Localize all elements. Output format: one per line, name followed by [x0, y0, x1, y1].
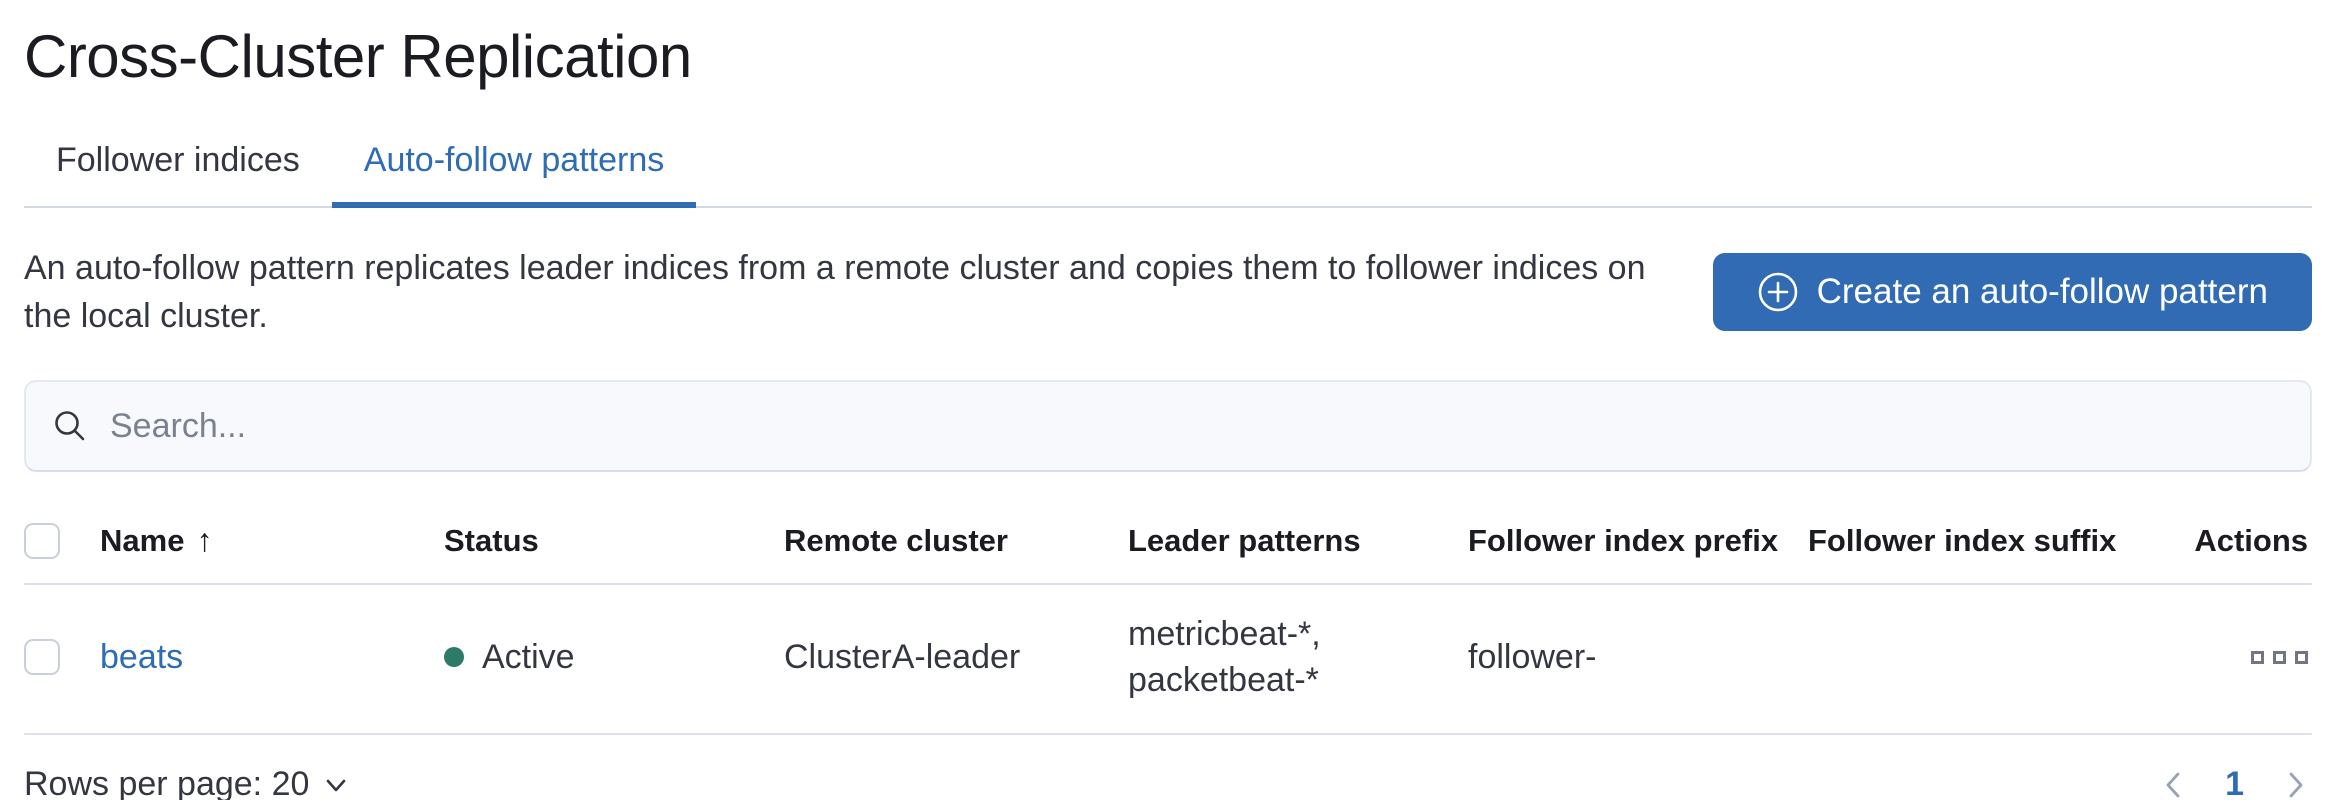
chevron-left-icon [2166, 772, 2180, 797]
status-active-dot-icon [444, 647, 464, 667]
remote-cluster-cell: ClusterA-leader [784, 637, 1021, 676]
tab-bar: Follower indices Auto-follow patterns [24, 140, 2312, 208]
table-footer: Rows per page: 20 1 [24, 765, 2312, 800]
row-actions-button[interactable] [2251, 650, 2308, 664]
column-header-follower-index-prefix: Follower index prefix [1468, 522, 1779, 558]
rows-per-page-button[interactable]: Rows per page: 20 [24, 765, 349, 800]
create-button-label: Create an auto-follow pattern [1816, 272, 2268, 311]
intro-description: An auto-follow pattern replicates leader… [24, 249, 1646, 335]
leader-patterns-cell: metricbeat-*, packetbeat-* [1128, 611, 1468, 703]
create-auto-follow-pattern-button[interactable]: Create an auto-follow pattern [1712, 253, 2312, 331]
leader-pattern-line: packetbeat-* [1128, 661, 1319, 699]
follower-index-prefix-cell: follower- [1468, 637, 1597, 676]
column-header-actions: Actions [2194, 522, 2308, 558]
status-cell: Active [444, 638, 784, 677]
leader-pattern-line: metricbeat-*, [1128, 615, 1321, 653]
next-page-button[interactable] [2278, 768, 2312, 800]
column-header-name[interactable]: Name ↑ [100, 522, 213, 558]
boxes-horizontal-icon [2251, 650, 2264, 664]
row-checkbox[interactable] [24, 639, 60, 675]
column-header-leader-patterns: Leader patterns [1128, 522, 1361, 558]
auto-follow-patterns-table: Name ↑ Status Remote cluster Leader patt… [24, 500, 2312, 735]
table-row: beats Active ClusterA-leader metricbeat-… [24, 585, 2312, 735]
page-title: Cross-Cluster Replication [24, 23, 692, 90]
table-header-row: Name ↑ Status Remote cluster Leader patt… [24, 500, 2312, 585]
rows-per-page-label: Rows per page: 20 [24, 765, 310, 800]
previous-page-button[interactable] [2157, 768, 2191, 800]
page-number-1[interactable]: 1 [2225, 765, 2244, 800]
search-input[interactable] [110, 406, 2284, 446]
plus-in-circle-icon [1758, 272, 1797, 312]
pattern-name-link[interactable]: beats [100, 637, 184, 676]
chevron-right-icon [2289, 772, 2303, 797]
chevron-down-icon [327, 779, 346, 791]
sort-ascending-icon: ↑ [196, 522, 213, 558]
column-header-follower-index-suffix: Follower index suffix [1808, 522, 2117, 558]
pagination: 1 [2157, 765, 2312, 800]
select-all-checkbox[interactable] [24, 522, 60, 559]
tab-auto-follow-patterns[interactable]: Auto-follow patterns [331, 140, 697, 208]
intro-section: An auto-follow pattern replicates leader… [24, 244, 2312, 340]
column-header-remote-cluster: Remote cluster [784, 522, 1008, 558]
search-bar[interactable] [24, 380, 2312, 472]
column-header-status: Status [444, 522, 539, 558]
status-label: Active [482, 637, 575, 676]
search-icon [55, 411, 85, 441]
tab-follower-indices[interactable]: Follower indices [56, 141, 300, 179]
